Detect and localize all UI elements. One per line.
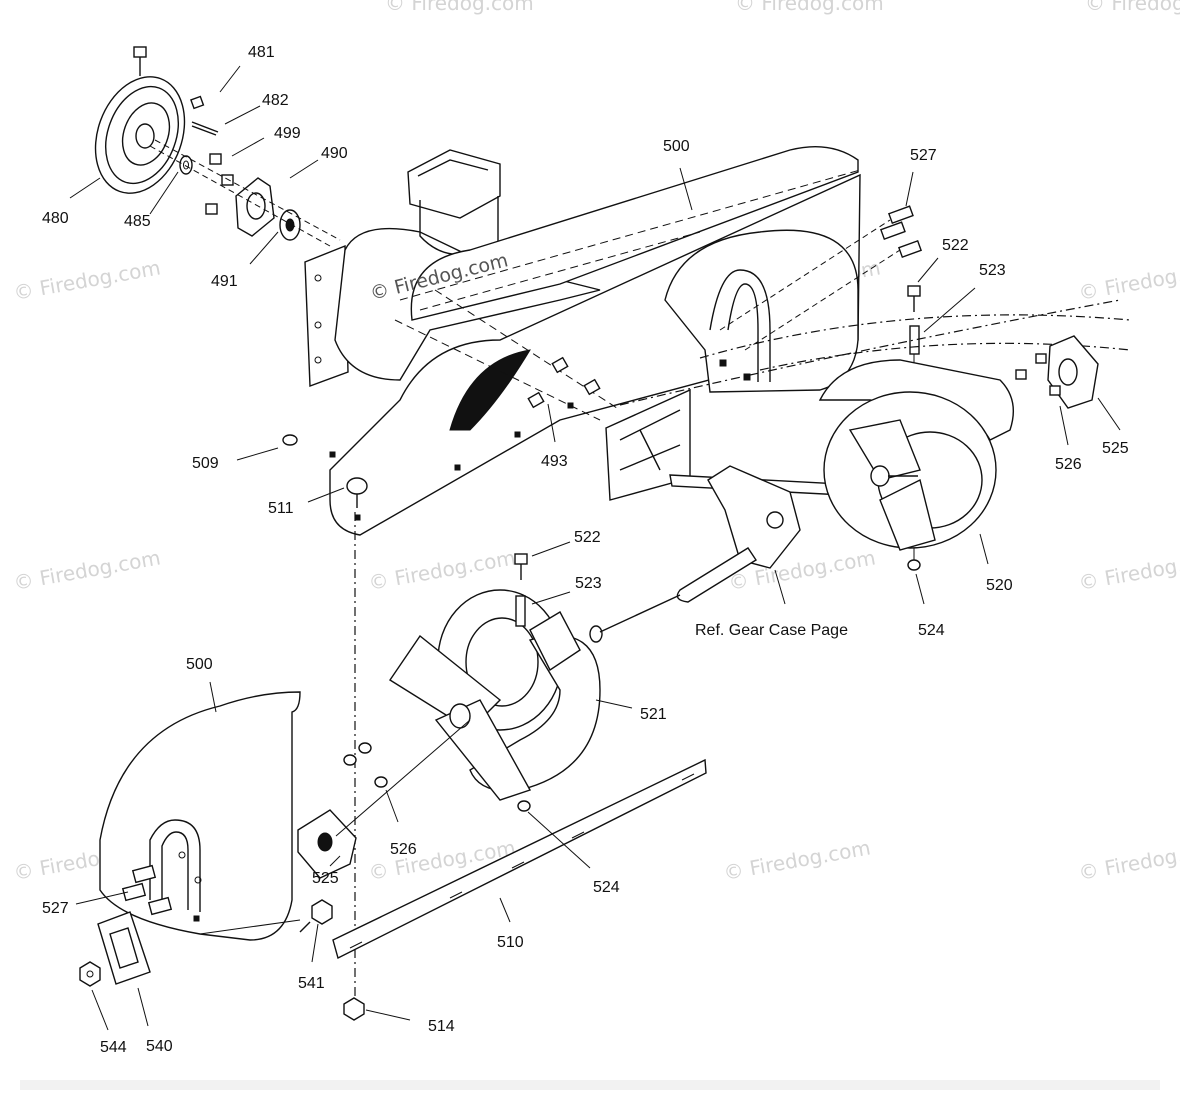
part-label-544: 544 [100, 1039, 127, 1056]
auger-521 [389, 553, 681, 812]
part-label-491: 491 [211, 273, 238, 290]
part-label-499: 499 [274, 125, 301, 142]
part-label-514: 514 [428, 1018, 455, 1035]
bolt-527 [887, 205, 914, 225]
alignment-lines [619, 299, 1131, 406]
bolt-541 [311, 899, 333, 925]
nut-526 [1049, 385, 1061, 396]
nut-524 [907, 559, 921, 571]
watermark: © Firedog.com [735, 0, 884, 15]
part-label-527: 527 [910, 147, 937, 164]
bolt-527 [897, 239, 923, 259]
spacer-523-center [515, 595, 526, 627]
part-label-511: 511 [268, 500, 294, 517]
bolt-527-bottom [121, 882, 147, 902]
bottom-strip [20, 1080, 1160, 1090]
part-label-526: 526 [1055, 456, 1082, 473]
part-label-541: 541 [298, 975, 325, 992]
auger-hub-521 [449, 703, 471, 729]
part-label-500: 500 [186, 656, 213, 673]
reference-note: Ref. Gear Case Page [695, 622, 848, 639]
bolts-493 [527, 356, 601, 409]
chute-socket [407, 149, 501, 219]
gear-case [707, 465, 801, 569]
bolt-527-bottom [147, 896, 173, 916]
part-label-540: 540 [146, 1038, 173, 1055]
bearing-flange-525-top [1015, 335, 1099, 409]
gear-case-assembly [605, 388, 863, 603]
part-label-523: 523 [979, 262, 1006, 279]
bolt-527-bottom [131, 864, 157, 884]
auger-shaft [676, 547, 757, 603]
part-label-510: 510 [497, 934, 524, 951]
part-label-527: 527 [42, 900, 69, 917]
scraper-bar-510 [332, 758, 707, 1021]
part-label-509: 509 [192, 455, 219, 472]
watermark: © Firedog.com [1077, 835, 1180, 884]
watermark: © Firedog.com [12, 545, 163, 594]
watermark: © Firedog.com [1085, 0, 1180, 15]
nut-499 [205, 203, 218, 215]
set-screw [190, 95, 205, 110]
part-label-525: 525 [1102, 440, 1129, 457]
part-label-520: 520 [986, 577, 1013, 594]
bolt-522 [907, 285, 921, 297]
part-label-524: 524 [918, 622, 945, 639]
nut-499 [209, 153, 222, 165]
part-label-480: 480 [42, 210, 69, 227]
nut-544 [79, 961, 101, 987]
part-label-526: 526 [390, 841, 417, 858]
part-label-481: 481 [248, 44, 275, 61]
right-hardware [719, 205, 923, 571]
part-label-482: 482 [262, 92, 289, 109]
watermark: © Firedog.com [722, 835, 873, 884]
part-label-522: 522 [942, 237, 969, 254]
part-label-493: 493 [541, 453, 568, 470]
part-label-525: 525 [312, 870, 339, 887]
part-label-490: 490 [321, 145, 348, 162]
pulley-hub [135, 123, 155, 149]
watermark: © Firedog.com [1077, 545, 1180, 594]
skid-shoe-540 [97, 911, 151, 985]
washer-485 [179, 155, 193, 175]
watermark: © Firedog.com [367, 545, 518, 594]
watermark: © Firedog.com [1077, 255, 1180, 304]
bearing-flange-525-bottom [297, 719, 471, 879]
bolt-527 [879, 221, 906, 241]
nut-526 [1015, 369, 1027, 380]
part-label-521: 521 [640, 706, 667, 723]
part-label-522: 522 [574, 529, 601, 546]
nut-526-bottom [358, 742, 372, 754]
part-label-524: 524 [593, 879, 620, 896]
nut-514 [343, 997, 365, 1021]
nut-526 [1035, 353, 1047, 364]
auger-520 [818, 359, 1014, 551]
scraper-bar [332, 758, 707, 960]
leader-lines [69, 65, 1121, 1031]
watermark: © Firedog.com [12, 255, 163, 304]
pulley-assembly [94, 46, 341, 247]
nut-499 [221, 174, 234, 186]
watermark: © Firedog.com [385, 0, 534, 15]
bolt-522-center [514, 553, 528, 565]
part-label-523: 523 [575, 575, 602, 592]
nut-526-bottom [374, 776, 388, 788]
housing-top-tube [410, 145, 859, 321]
part-labels: 481 482 499 490 480 485 491 500 527 522 … [42, 44, 1129, 1056]
part-label-485: 485 [124, 213, 151, 230]
nut-524-center [517, 800, 531, 812]
hardware-509-511 [282, 434, 368, 508]
part-label-500: 500 [663, 138, 690, 155]
housing-side-plate [304, 244, 349, 387]
flange-490 [235, 177, 275, 237]
housing-end-500 [79, 691, 333, 987]
key-482 [191, 121, 219, 133]
auger-housing-500 [304, 145, 861, 536]
bolt-509 [282, 434, 298, 446]
discharge-opening [449, 349, 531, 431]
bolt-481 [133, 46, 147, 58]
bolt-511 [346, 477, 368, 495]
